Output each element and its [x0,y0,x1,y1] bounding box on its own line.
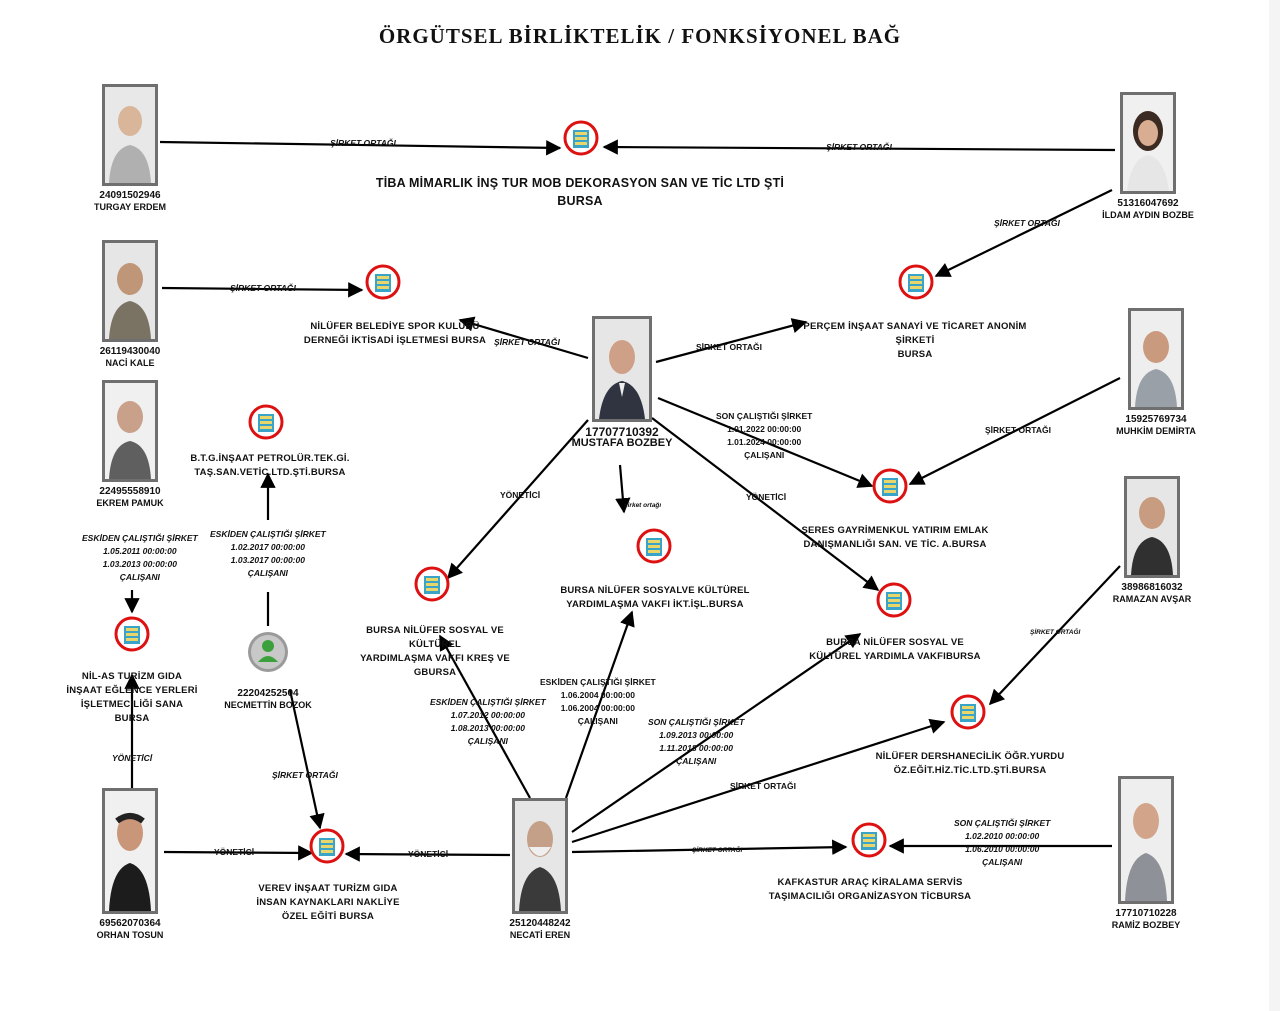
company-icon [636,528,672,564]
person-ramiz: 17710710228 RAMİZ BOZBEY [1076,776,1216,931]
edge-ildam-tiba [602,139,1116,155]
edge-necati-kafkastur [571,839,848,855]
edge-label: ŞİRKET ORTAĞI [730,781,796,791]
company-percem: PERÇEM İNŞAAT SANAYİ VE TİCARET ANONİM Ş… [803,321,1027,360]
edge-necmettin-verev [288,689,325,830]
edge-label: ŞİRKET ORTAĞI [994,218,1060,228]
edge-necati-vakif [571,633,862,833]
person-orhan: 69562070364 ORHAN TOSUN [60,788,200,941]
person-photo [102,84,158,186]
edge-label: ŞİRKET ORTAĞI [985,425,1051,435]
edge-label: ŞİRKET ORTAĞI [1030,629,1081,636]
edge-label: ŞİRKET ORTAĞI [230,283,296,293]
person-ekrem: 22495558910 EKREM PAMUK [60,380,200,509]
edge-necati-verev [344,846,511,862]
company-icon [414,566,450,602]
edge-necati-kres [439,634,531,799]
edge-ildam-percem [934,189,1113,277]
person-photo [102,240,158,342]
edge-mustafa-spor [458,316,589,360]
person-ramazan: 38986816032 RAMAZAN AVŞAR [1082,476,1222,605]
edge-label: ŞİRKET ORTAĞI [692,847,743,854]
edge-label: YÖNETİCİ [408,849,449,859]
person-necmettin: 22204252504 NECMETTİN BOZOK [198,628,338,711]
company-icon [365,264,401,300]
edge-mustafa-ikt [615,464,631,514]
edge-mustafa-vakif [651,417,880,591]
edge-label: YÖNETİCİ [214,847,255,857]
edge-label: ŞİRKET ORTAĞI [330,138,396,148]
company-icon [872,468,908,504]
company-icon [563,120,599,156]
right-margin [1269,0,1280,1011]
person-turgay: 24091502946 TURGAY ERDEM [60,84,200,213]
company-tiba: TİBA MİMARLIK İNŞ TUR MOB DEKORASYON SAN… [375,176,785,208]
person-photo [1128,308,1184,410]
edge-necati-ikt [564,610,635,799]
edge-ramazan-dershane [988,565,1121,706]
edge-necati-dershane [571,718,946,844]
edge-label: şirket ortağı [624,502,662,509]
edge-label: ŞİRKET ORTAĞI [696,342,762,352]
person-ildam: 51316047692 İLDAM AYDIN BOZBE [1078,92,1218,221]
person-naci: 26119430040 NACİ KALE [60,240,200,369]
person-photo [1124,476,1180,578]
company-icon [114,616,150,652]
company-icon [950,694,986,730]
edge-muhkim-seres [908,377,1121,485]
person-photo [102,788,158,914]
company-btg: B.T.G.İNŞAAT PETROLÜR.TEK.Gİ.TAŞ.SAN.VET… [190,453,350,478]
edge-mustafa-percem [655,318,808,364]
person-photo [512,798,568,914]
company-icon [309,828,345,864]
edge-label: YÖNETİCİ [112,753,153,763]
person-placeholder-icon [248,632,288,672]
edge-naci-spor [161,282,364,298]
edge-mustafa-seres [657,396,874,488]
edge-mustafa-kres [446,419,589,580]
person-muhkim: 15925769734 MUHKİM DEMİRTA [1086,308,1226,437]
person-necati: 25120448242 NECATİ EREN [470,798,610,941]
company-icon [851,822,887,858]
page-title: ÖRGÜTSEL BİRLİKTELİK / FONKSİYONEL BAĞ [378,24,902,48]
company-icon [898,264,934,300]
person-photo [1120,92,1176,194]
person-photo [102,380,158,482]
edge-label: ŞİRKET ORTAĞI [826,142,892,152]
edge-label: YÖNETİCİ [746,492,787,502]
edge-orhan-verev [163,845,314,861]
company-icon [876,582,912,618]
company-icon [248,404,284,440]
person-photo [592,316,652,422]
edge-label: ŞİRKET ORTAĞI [272,770,338,780]
edge-label: YÖNETİCİ [500,490,541,500]
edge-label: ŞİRKET ORTAĞI [494,337,560,347]
edge-turgay-tiba [159,140,562,156]
person-photo [1118,776,1174,904]
person-mustafa: 17707710392 MUSTAFA BOZBEY [552,316,692,449]
